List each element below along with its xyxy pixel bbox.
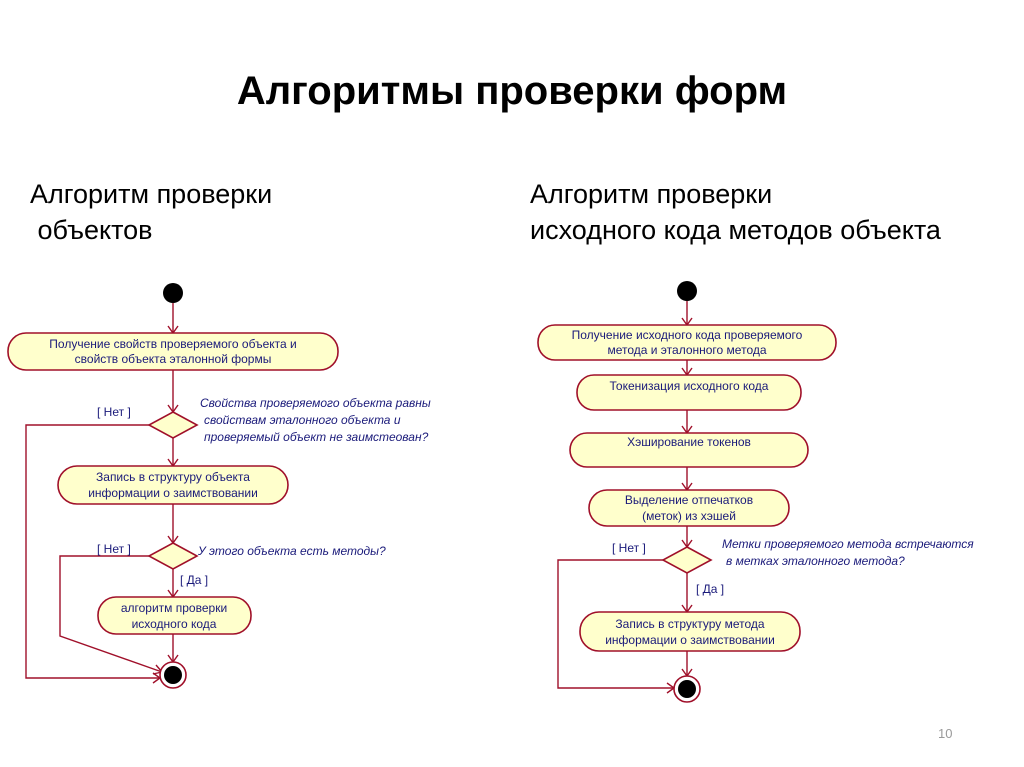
left-initial-node xyxy=(163,283,183,303)
left-decision-methods-label: У этого объекта есть методы? xyxy=(197,544,386,558)
left-decision-methods xyxy=(147,542,199,570)
right-activity-tokenize xyxy=(576,374,802,411)
right-guard-yes: [ Да ] xyxy=(696,582,724,596)
right-algorithm-heading: Алгоритм проверки исходного кода методов… xyxy=(530,179,941,245)
left-flow-no-2 xyxy=(59,555,163,673)
left-guard-yes: [ Да ] xyxy=(180,573,208,587)
right-activity-get-code-line2: метода и эталонного метода xyxy=(607,343,766,357)
right-activity-record-line1: Запись в структуру метода xyxy=(615,617,765,631)
left-activity-get-properties-line1: Получение свойств проверяемого объекта и xyxy=(49,337,296,351)
left-decision-equal-line2: свойствам эталонного объекта и xyxy=(204,413,401,427)
right-activity-record xyxy=(579,611,801,652)
right-activity-fingerprints-line2: (меток) из хэшей xyxy=(642,509,736,523)
right-activity-fingerprints-line1: Выделение отпечатков xyxy=(625,493,753,507)
right-initial-node xyxy=(677,281,697,301)
left-decision-equal-line3: проверяемый объект не заимстеован? xyxy=(204,430,429,444)
left-flow-no-1 xyxy=(25,424,160,679)
left-final-node xyxy=(164,666,182,684)
left-activity-get-properties-line2: свойств объекта эталонной формы xyxy=(75,352,272,366)
right-activity-hash-label: Хэширование токенов xyxy=(627,435,751,449)
right-guard-no: [ Нет ] xyxy=(612,541,646,555)
left-activity-record xyxy=(57,465,289,505)
left-guard-no-1: [ Нет ] xyxy=(97,405,131,419)
page-number: 10 xyxy=(938,726,953,741)
right-activity-get-code xyxy=(537,324,837,361)
right-decision-marks-line2: в метках эталонного метода? xyxy=(726,554,905,568)
right-activity-record-line2: информации о заимствовании xyxy=(605,633,775,647)
right-decision-marks-line1: Метки проверяемого метода встречаются xyxy=(722,537,974,551)
right-activity-tokenize-label: Токенизация исходного кода xyxy=(610,379,769,393)
right-activity-get-code-line1: Получение исходного кода проверяемого xyxy=(572,328,803,342)
right-final-node xyxy=(678,680,696,698)
left-activity-code-check xyxy=(97,596,252,635)
left-guard-no-2: [ Нет ] xyxy=(97,542,131,556)
right-decision-marks xyxy=(661,546,713,574)
right-activity-diagram: Получение исходного кода проверяемого ме… xyxy=(537,281,974,703)
left-activity-diagram: Получение свойств проверяемого объекта и… xyxy=(7,283,431,689)
left-decision-equal-line1: Свойства проверяемого объекта равны xyxy=(200,396,431,410)
left-activity-get-properties xyxy=(7,332,339,371)
left-activity-code-check-line2: исходного кода xyxy=(132,617,217,631)
left-activity-code-check-line1: алгоритм проверки xyxy=(121,601,227,615)
right-activity-hash xyxy=(569,432,809,468)
left-decision-equal xyxy=(147,411,199,439)
left-algorithm-heading: Алгоритм проверки объектов xyxy=(30,179,273,245)
slide-title: Алгоритмы проверки форм xyxy=(236,69,788,113)
left-activity-record-line1: Запись в структуру объекта xyxy=(96,470,250,484)
left-activity-record-line2: информации о заимствовании xyxy=(88,486,258,500)
right-flow-no xyxy=(557,559,674,689)
right-activity-fingerprints xyxy=(588,489,790,527)
